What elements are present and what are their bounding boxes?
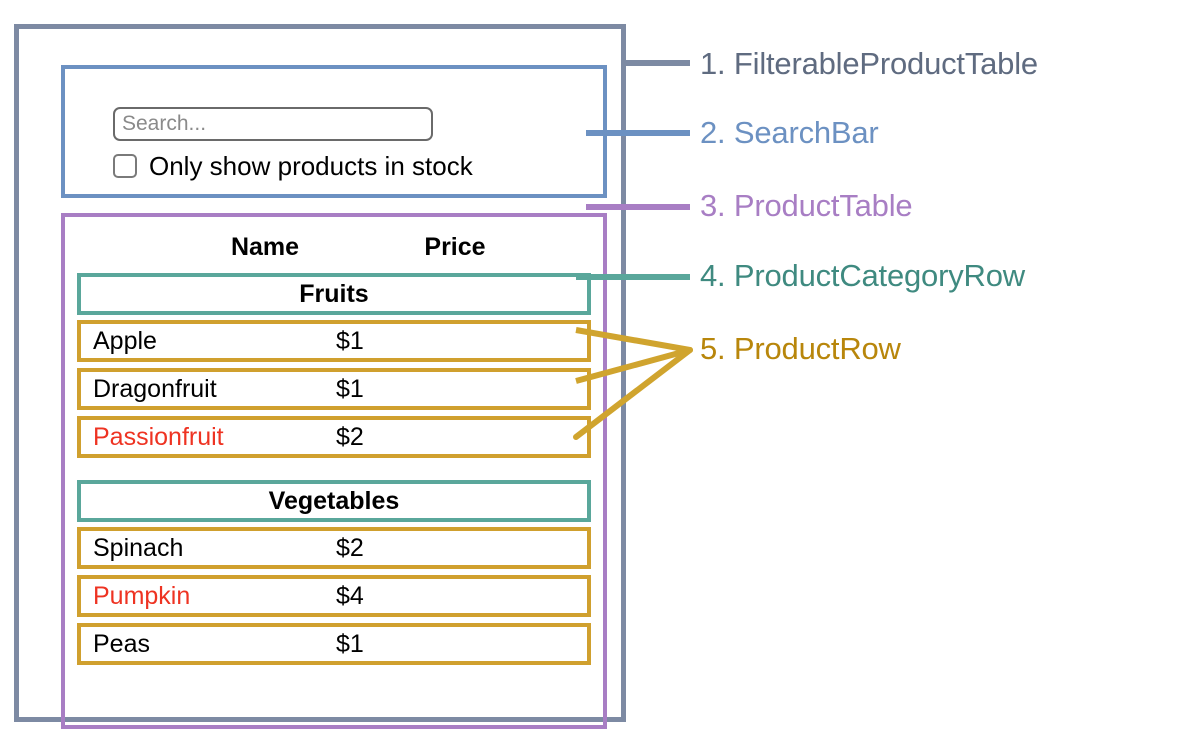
product-name: Passionfruit [93,422,224,451]
product-name: Pumpkin [93,581,191,610]
legend-label-5: ProductRow [733,331,901,366]
product-row: Peas $1 [77,623,591,665]
table-header-row: Name Price [65,227,603,267]
category-name: Vegetables [268,486,400,515]
product-price: $1 [336,629,364,658]
product-row: Spinach $2 [77,527,591,569]
product-price: $2 [336,422,364,451]
row-spacer [77,464,591,480]
legend-label-3: ProductTable [733,188,913,223]
product-row: Passionfruit $2 [77,416,591,458]
legend-number-5: 5. [700,331,726,366]
product-row: Pumpkin $4 [77,575,591,617]
legend-item-product-row: 5. ProductRow [700,333,901,364]
legend-label-4: ProductCategoryRow [733,258,1025,293]
legend-item-product-table: 3. ProductTable [700,188,913,223]
stock-filter-label: Only show products in stock [149,151,473,181]
legend-number-4: 4. [700,258,726,293]
product-name: Spinach [93,533,184,562]
legend-item-search-bar: 2. SearchBar [700,117,879,148]
legend-number-2: 2. [700,115,726,150]
search-input[interactable] [113,107,433,141]
stock-filter-row[interactable]: Only show products in stock [113,153,473,179]
product-row: Apple $1 [77,320,591,362]
filterable-product-table-box: Only show products in stock Name Price F… [14,24,626,729]
product-name: Apple [93,326,157,355]
legend-label-2: SearchBar [733,115,879,150]
product-row: Dragonfruit $1 [77,368,591,410]
product-price: $2 [336,533,364,562]
legend-label-1: FilterableProductTable [733,46,1038,81]
stock-filter-checkbox[interactable] [113,154,137,178]
product-name: Peas [93,629,150,658]
legend-number-3: 3. [700,188,726,223]
product-price: $4 [336,581,364,610]
legend-item-filterable-product-table: 1. FilterableProductTable [700,48,1038,79]
product-price: $1 [336,326,364,355]
product-price: $1 [336,374,364,403]
search-bar-box: Only show products in stock [61,65,607,198]
product-category-row: Vegetables [77,480,591,522]
column-header-price: Price [424,233,486,261]
product-name: Dragonfruit [93,374,217,403]
column-header-name: Name [230,233,300,261]
category-name: Fruits [299,279,369,308]
legend-item-product-category-row: 4. ProductCategoryRow [700,260,1025,291]
legend-number-1: 1. [700,46,726,81]
product-category-row: Fruits [77,273,591,315]
